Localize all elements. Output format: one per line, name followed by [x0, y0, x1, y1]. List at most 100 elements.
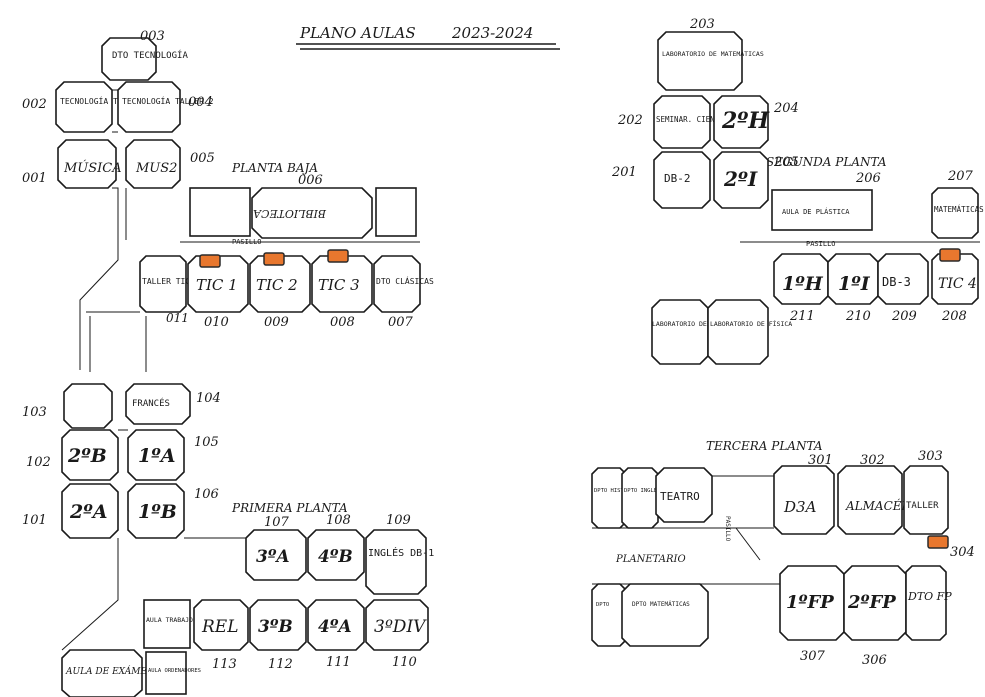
room-number: 110 — [392, 655, 417, 670]
room-number: 201 — [611, 165, 637, 180]
room-dpto[interactable] — [591, 583, 627, 647]
floor-segunda-planta: SEGUNDA PLANTA LABORATORIO DE MATEMÁTICA… — [611, 17, 985, 365]
room-1b[interactable] — [127, 483, 185, 539]
room-label: FRANCÉS — [132, 397, 170, 409]
room-number: 103 — [22, 405, 47, 420]
room-db2[interactable] — [653, 151, 711, 209]
room-number: 102 — [26, 455, 51, 470]
room-tic1[interactable] — [187, 255, 249, 313]
room-2b[interactable] — [61, 429, 119, 481]
room-label: MATEMÁTICAS GRI — [934, 205, 985, 214]
room-tic3[interactable] — [311, 255, 373, 313]
room-laboratorio-matematicas[interactable] — [657, 31, 743, 91]
room-aula-trabajo[interactable] — [143, 599, 191, 649]
room-3b[interactable] — [249, 599, 307, 651]
room-2a[interactable] — [61, 483, 119, 539]
room-number: 206 — [855, 171, 881, 186]
room-2i[interactable] — [713, 151, 769, 209]
room-tic2[interactable] — [249, 255, 311, 313]
room-taller[interactable] — [903, 465, 949, 535]
room-label: 1ºH — [782, 273, 824, 295]
floor-title: PLANTA BAJA — [231, 161, 318, 175]
room-number: 108 — [326, 513, 351, 528]
room-d3a[interactable] — [773, 465, 835, 535]
room-taller-tic[interactable] — [139, 255, 187, 313]
room-label: TIC 1 — [196, 276, 238, 294]
marker-tic4[interactable] — [939, 248, 961, 262]
room-number: 203 — [689, 17, 715, 32]
room-label: 1ºA — [138, 445, 175, 467]
room-dto-clasicas[interactable] — [373, 255, 421, 313]
room-number: 005 — [190, 151, 215, 166]
room-dpto-historia[interactable] — [591, 467, 627, 529]
room-1i[interactable] — [827, 253, 879, 305]
room-lab-quimica[interactable] — [651, 299, 709, 365]
plan-title: PLANO AULAS — [299, 24, 416, 42]
room-label: 2ºH — [721, 108, 770, 134]
room-number: 007 — [388, 315, 414, 330]
room-rel[interactable] — [193, 599, 249, 651]
room-number: 009 — [264, 315, 289, 330]
room-number: 303 — [918, 449, 943, 464]
room-3div[interactable] — [365, 599, 429, 651]
room-lab-fisica[interactable] — [707, 299, 769, 365]
room-seminar-ciencias[interactable] — [653, 95, 711, 149]
room-number: 008 — [330, 315, 355, 330]
room-label: 2ºI — [723, 167, 758, 191]
room-4a[interactable] — [307, 599, 365, 651]
room-label: 3ºB — [258, 617, 293, 637]
room-number: 211 — [789, 309, 815, 324]
floor-title: PRIMERA PLANTA — [231, 501, 348, 515]
room-dpto-ingles[interactable] — [621, 467, 659, 529]
room-number: 004 — [188, 95, 213, 110]
room-number: 104 — [196, 391, 221, 406]
room-103[interactable] — [63, 383, 113, 429]
room-number: 105 — [194, 435, 219, 450]
room-dpto-matematicas[interactable] — [621, 583, 709, 647]
room-label: 3ºDIV — [374, 617, 427, 637]
room-label: TALLER TIC — [142, 277, 190, 286]
stair-wing — [86, 311, 147, 372]
room-1h[interactable] — [773, 253, 829, 305]
room-4b[interactable] — [307, 529, 365, 581]
room-number: 208 — [941, 309, 967, 324]
room-number: 204 — [773, 101, 799, 116]
room-number: 210 — [845, 309, 871, 324]
room-aula-examenes[interactable] — [61, 649, 143, 697]
room-1fp[interactable] — [779, 565, 845, 641]
room-label: MÚSICA — [63, 159, 122, 176]
room-tic4[interactable] — [931, 253, 979, 305]
room-dto-tecnologia[interactable] — [101, 37, 157, 81]
room-aula-ordenadores[interactable] — [145, 651, 187, 695]
room-1a[interactable] — [127, 429, 185, 481]
room-mus2[interactable] — [125, 139, 181, 189]
room-dto-fp[interactable] — [905, 565, 947, 641]
room-teatro[interactable] — [655, 467, 713, 523]
room-tec-taller-2[interactable] — [117, 81, 181, 133]
marker-tic1[interactable] — [199, 254, 221, 268]
room-musica[interactable] — [57, 139, 117, 189]
room-2fp[interactable] — [843, 565, 907, 641]
room-tec-taller-1[interactable] — [55, 81, 113, 133]
room-db3[interactable] — [877, 253, 929, 305]
room-frances[interactable] — [125, 383, 191, 425]
marker-tic3[interactable] — [327, 249, 349, 263]
room-matematicas-gri[interactable] — [931, 187, 979, 239]
room-almacen[interactable] — [837, 465, 903, 535]
room-label: TECNOLOGÍA TALLER 1 — [60, 95, 152, 106]
room-ingles-db1[interactable] — [365, 529, 427, 595]
room-label: 3ºA — [256, 547, 290, 567]
room-label: 2ºB — [67, 445, 107, 467]
room-label: AULA ORDENADORES — [148, 668, 201, 674]
room-biblioteca[interactable] — [251, 187, 373, 239]
marker-dto-fp[interactable] — [927, 535, 949, 549]
room-aula-plastica[interactable] — [771, 189, 873, 231]
room-label: TALLER — [906, 501, 939, 511]
room-label: TIC 4 — [938, 276, 977, 292]
room-3a[interactable] — [245, 529, 307, 581]
room-label: 1ºB — [138, 501, 177, 523]
marker-tic2[interactable] — [263, 252, 285, 266]
room-2h[interactable] — [713, 95, 769, 149]
pasillo-label: PASILLO — [806, 240, 836, 248]
